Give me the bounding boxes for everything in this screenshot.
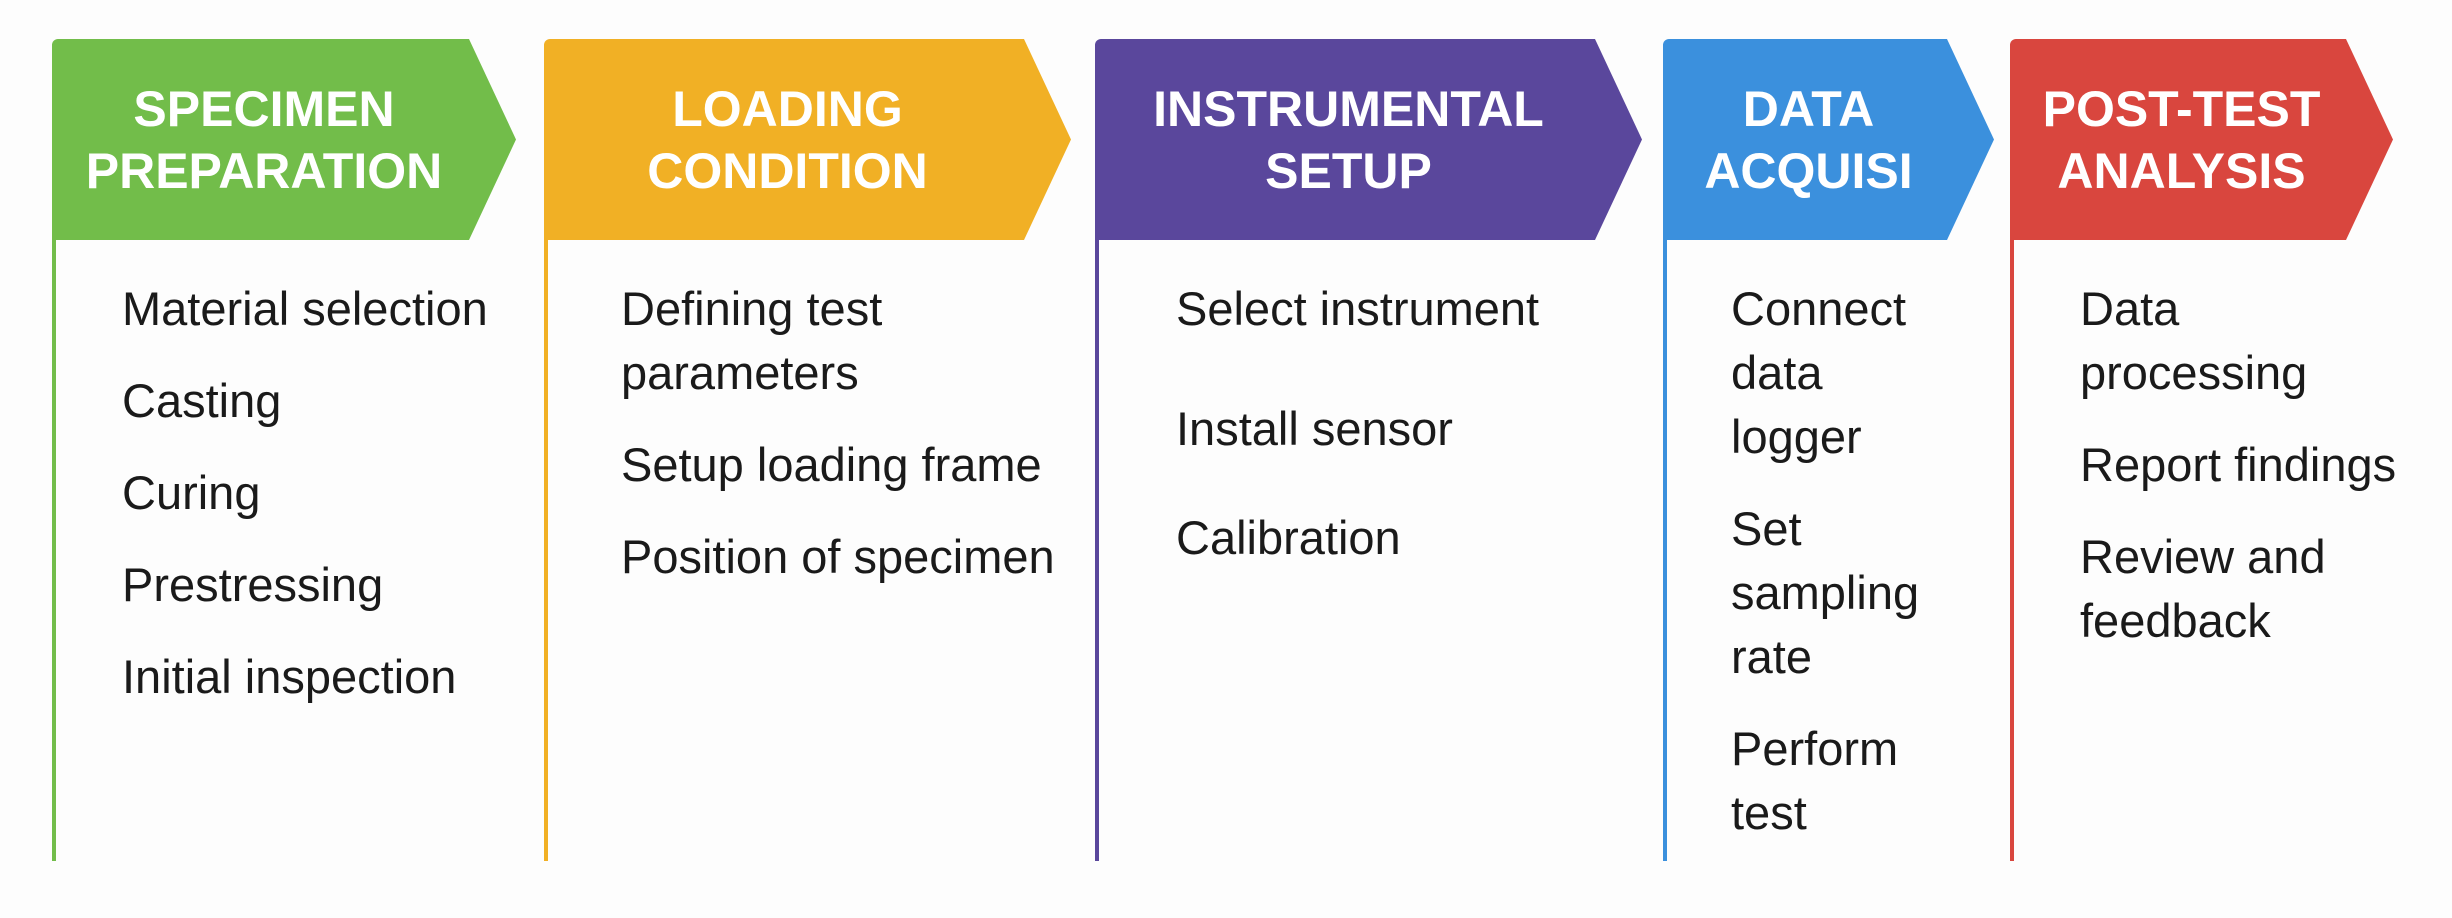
stage-title-line1: INSTRUMENTAL	[1153, 80, 1544, 137]
stage-item: Curing	[122, 466, 261, 519]
stage-line	[544, 234, 548, 861]
stage-item: Setup loading frame	[621, 438, 1042, 491]
stage-title-line2: SETUP	[1265, 142, 1432, 199]
stage-title-line1: LOADING	[672, 80, 903, 137]
stage-line	[2010, 234, 2014, 861]
stage-item: Report findings	[2080, 438, 2397, 491]
stage-header-arrow	[544, 39, 1071, 240]
stage-header-arrow	[2010, 39, 2393, 240]
stage-item: Casting	[122, 374, 282, 427]
stage-item: Initial inspection	[122, 650, 457, 703]
stage-item: Set sampling rate	[1731, 502, 1920, 683]
stage-header-arrow	[1095, 39, 1642, 240]
stage-title: LOADING CONDITION	[544, 39, 1031, 240]
stage-title-line1: POST-TEST	[2042, 80, 2321, 137]
stage-title-line2: CONDITION	[647, 142, 928, 199]
stage-title: INSTRUMENTAL SETUP	[1095, 39, 1602, 240]
stage-item: Position of specimen	[621, 530, 1055, 583]
stage-title-line2: ANALYSIS	[2057, 142, 2306, 199]
stage-item: Prestressing	[122, 558, 384, 611]
stage-title-line2: PREPARATION	[85, 142, 443, 199]
stage-loading-condition: LOADING CONDITION Defining test paramete…	[544, 39, 1071, 861]
stage-item: Defining test parameters	[621, 282, 883, 399]
stage-item: Select instrument	[1176, 282, 1540, 335]
stage-header-arrow	[52, 39, 516, 240]
stage-item: Calibration	[1176, 511, 1401, 564]
stage-item: Review and feedback	[2080, 530, 2326, 647]
stage-title: SPECIMEN PREPARATION	[52, 39, 476, 240]
stage-line	[1663, 234, 1667, 861]
stage-title: DATA ACQUISI	[1663, 39, 1954, 240]
stage-title-line1: SPECIMEN	[133, 80, 395, 137]
stage-item: Perform test	[1731, 722, 1899, 839]
stage-title: POST-TEST ANALYSIS	[2010, 39, 2353, 240]
stage-item: Connect data logger	[1731, 282, 1907, 463]
stage-title-line2: ACQUISI	[1704, 142, 1913, 199]
stage-item: Install sensor	[1176, 402, 1453, 455]
stage-title-line1: DATA	[1742, 80, 1875, 137]
stage-line	[1095, 234, 1099, 861]
stage-item: Data processing	[2080, 282, 2308, 399]
stage-header-arrow	[1663, 39, 1994, 240]
stage-item: Material selection	[122, 282, 488, 335]
stage-line	[52, 234, 56, 861]
